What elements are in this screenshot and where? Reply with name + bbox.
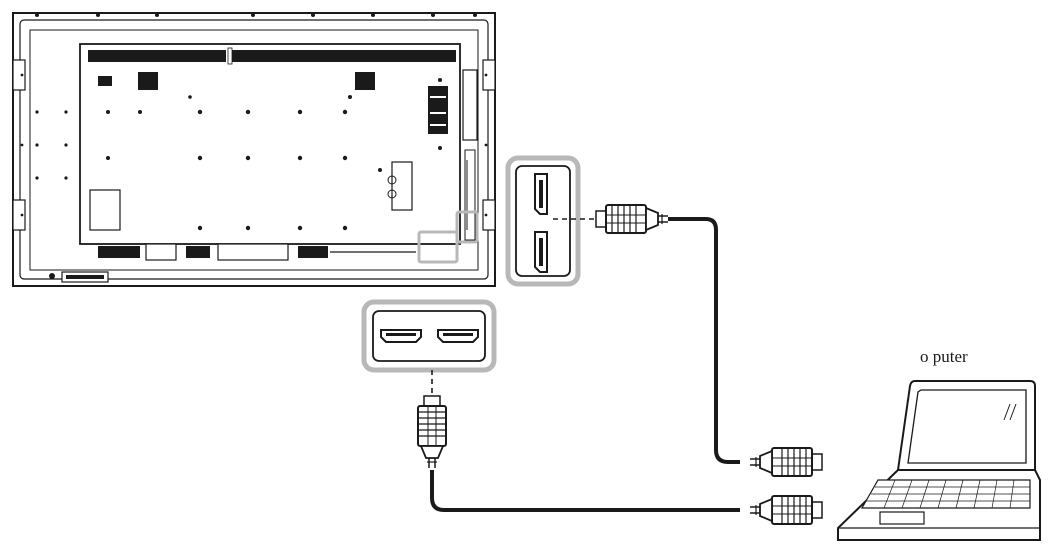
hdmi-port-icon — [505, 155, 581, 287]
dashed-leader — [431, 218, 596, 396]
hdmi-cable — [595, 204, 823, 477]
laptop-icon — [837, 380, 1041, 541]
hdmi-connector-icon — [749, 447, 823, 477]
hdmi-connector-icon — [595, 204, 669, 234]
display-rear-panel-icon — [12, 12, 496, 287]
hdmi-cable — [417, 395, 823, 525]
hdmi-port-icon — [361, 299, 497, 373]
hdmi-connector-icon — [749, 495, 823, 525]
hdmi-connector-icon — [417, 395, 447, 469]
computer-label: o puter — [920, 347, 968, 366]
